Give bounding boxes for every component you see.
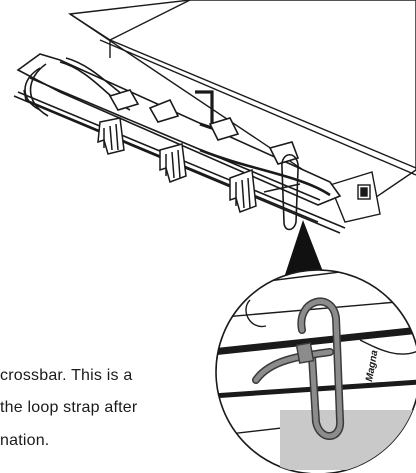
loop-strap-large [252,297,345,440]
detail-callout-label: Magna [364,349,380,383]
loop-strap-small [263,153,301,231]
magnified-detail-circle: Magna [215,269,416,473]
cable-clips [97,117,257,213]
caption-line-3: nation. [0,432,50,449]
caption-line-2: the loop strap after [0,399,138,416]
cable-arm [13,53,346,234]
caption-line-1: crossbar. This is a [0,367,133,384]
server-chassis [68,0,416,223]
